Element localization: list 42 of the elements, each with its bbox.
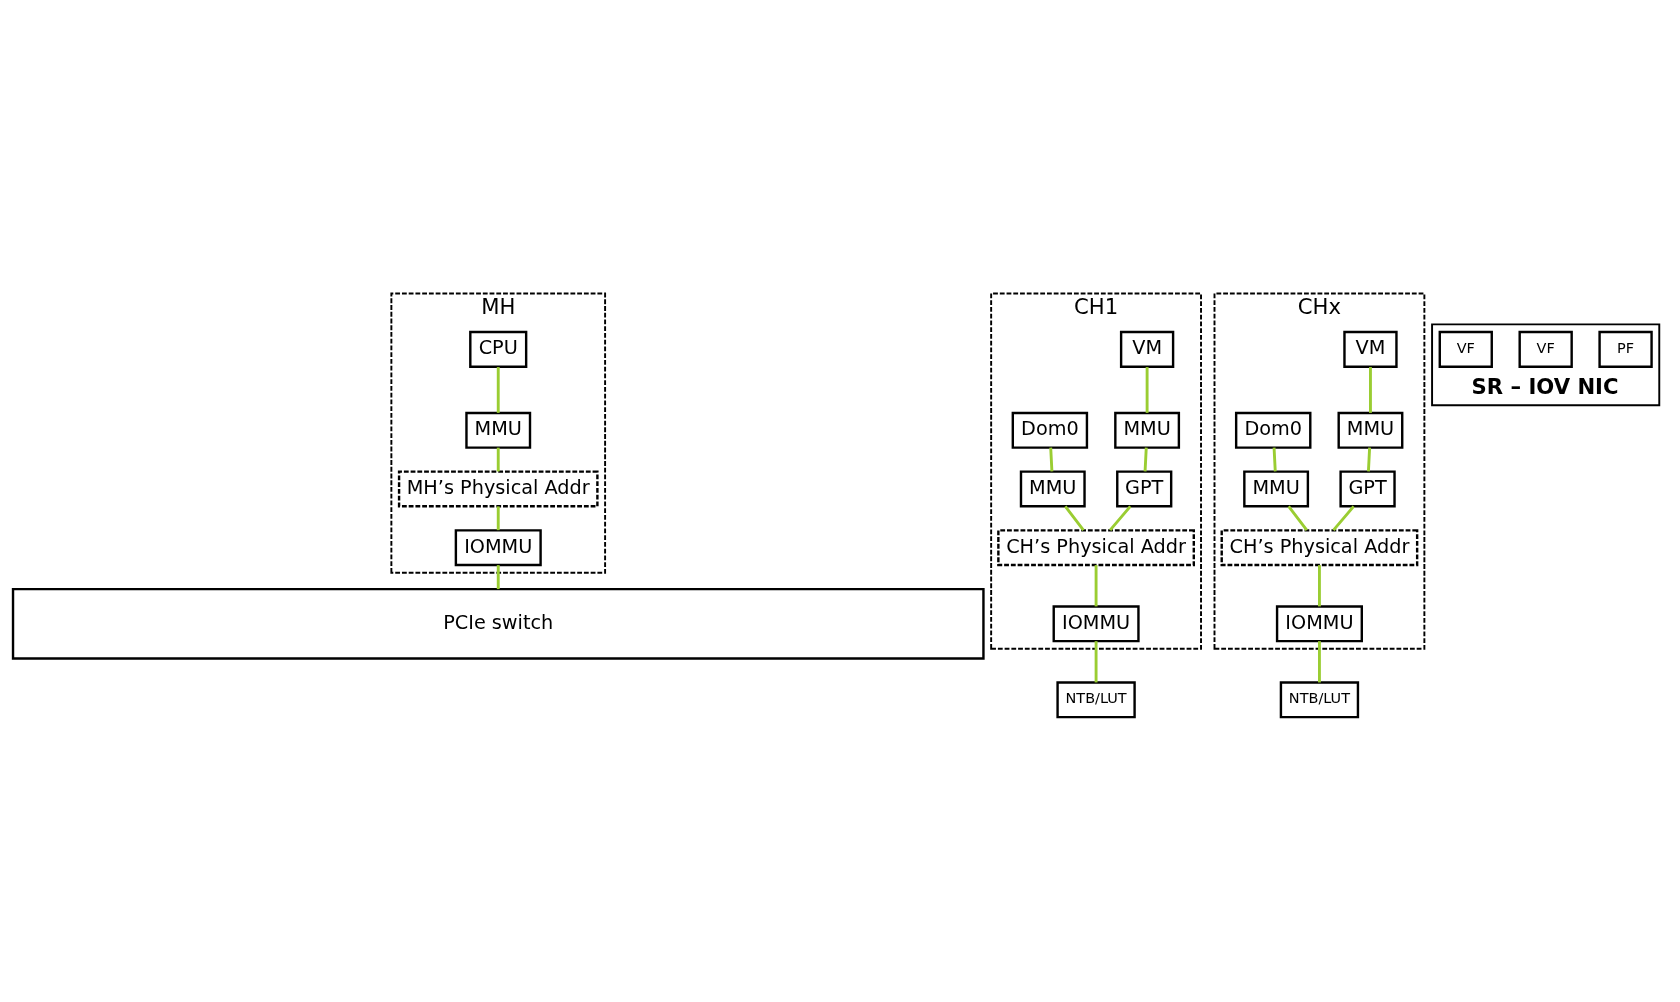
node-box: CH’s Physical Addr <box>1220 528 1419 566</box>
connector <box>1287 505 1308 531</box>
node-box: MMU <box>465 411 532 449</box>
connector <box>1366 447 1372 471</box>
connector <box>1049 447 1054 471</box>
connector <box>1143 447 1148 471</box>
connector <box>1145 366 1149 413</box>
node-box: MMU <box>1337 411 1404 449</box>
connector <box>1318 640 1321 682</box>
node-box: NTB/LUT <box>1056 680 1136 718</box>
connector <box>496 366 500 413</box>
connector <box>1094 564 1098 606</box>
node-box: CH’s Physical Addr <box>997 528 1195 566</box>
connector <box>496 447 500 471</box>
node-box: VF <box>1438 330 1493 368</box>
node-box: VM <box>1119 330 1175 368</box>
connector <box>496 564 500 589</box>
connector <box>1109 504 1132 531</box>
node-box: IOMMU <box>1052 604 1140 642</box>
connector <box>496 505 500 530</box>
node-box: NTB/LUT <box>1279 680 1360 718</box>
connector <box>1272 447 1277 471</box>
node-box: MH’s Physical Addr <box>397 469 599 507</box>
connector <box>1064 505 1085 531</box>
node-box: VM <box>1343 330 1398 368</box>
connector <box>1332 504 1355 531</box>
node-box: PCIe switch <box>11 587 985 660</box>
connector <box>1318 564 1321 606</box>
connector <box>1094 640 1098 682</box>
node-box: IOMMU <box>454 528 542 566</box>
node-box: Dom0 <box>1234 411 1312 449</box>
node-box: Dom0 <box>1011 411 1089 449</box>
node-box: GPT <box>1116 469 1173 507</box>
node-box: IOMMU <box>1275 604 1363 642</box>
node-box: MMU <box>1114 411 1181 449</box>
node-box: MMU <box>1243 469 1310 507</box>
node-box: GPT <box>1339 469 1396 507</box>
node-box: MMU <box>1019 469 1086 507</box>
connector <box>1369 366 1372 413</box>
node-box: PF <box>1598 330 1653 368</box>
node-box: CPU <box>469 330 528 368</box>
node-box: VF <box>1518 330 1573 368</box>
